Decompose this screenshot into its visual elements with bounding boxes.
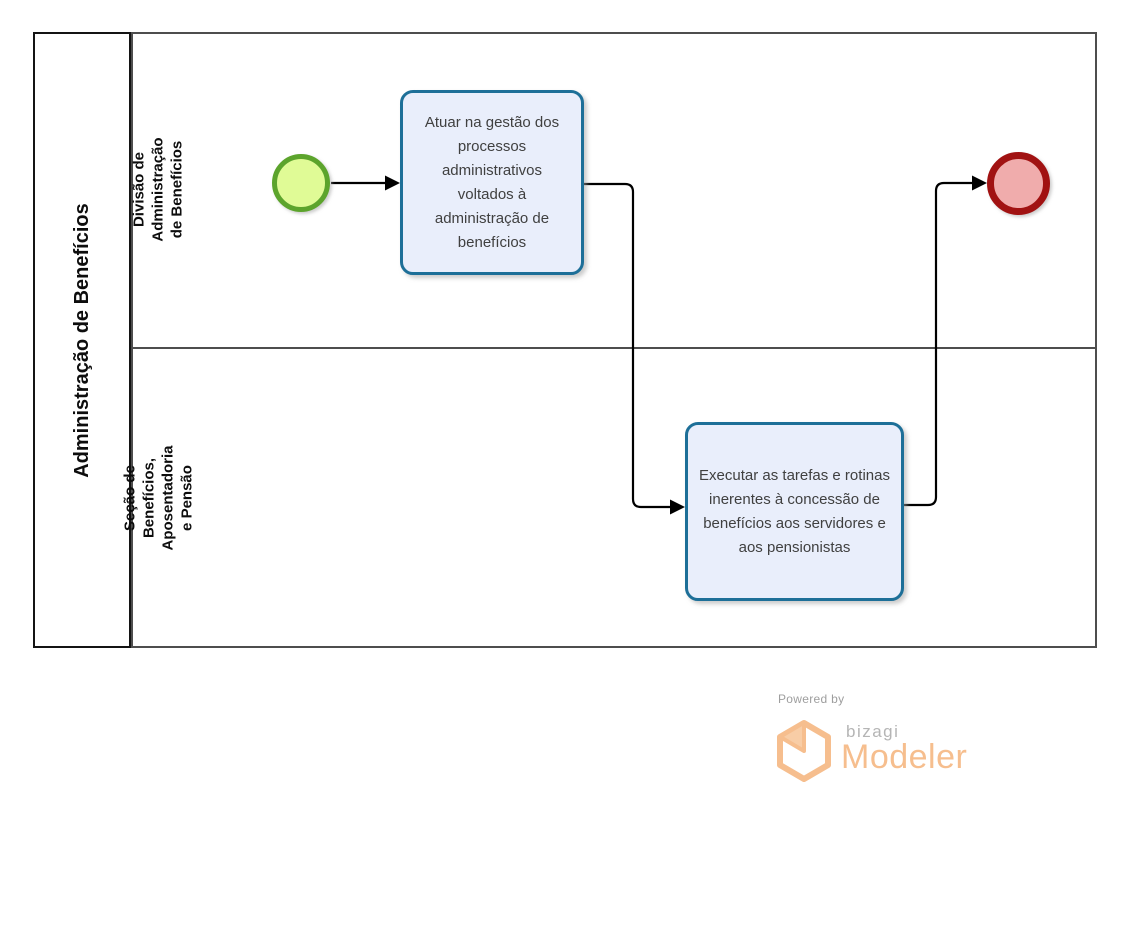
bizagi-brand-text: bizagi [846,722,900,741]
start-event[interactable] [272,154,330,212]
task-atuar-na-gestao[interactable]: Atuar na gestão dos processos administra… [400,90,584,275]
bizagi-logo-icon [777,720,831,782]
modeler-product-text: Modeler [841,738,968,776]
lane-divider [131,347,1097,349]
task-label: Executar as tarefas e rotinas inerentes … [699,466,890,556]
sequence-flow-task2-to-end [904,175,987,507]
task-executar-tarefas[interactable]: Executar as tarefas e rotinas inerentes … [685,422,904,601]
task-label: Atuar na gestão dos processos administra… [424,113,560,251]
powered-by-label: Powered by [778,692,845,706]
sequence-flow-task1-to-task2 [583,182,685,515]
end-event[interactable] [987,152,1050,215]
sequence-flow-start-to-task1 [331,175,400,191]
pool-header: Administração de Benefícios [33,32,131,648]
